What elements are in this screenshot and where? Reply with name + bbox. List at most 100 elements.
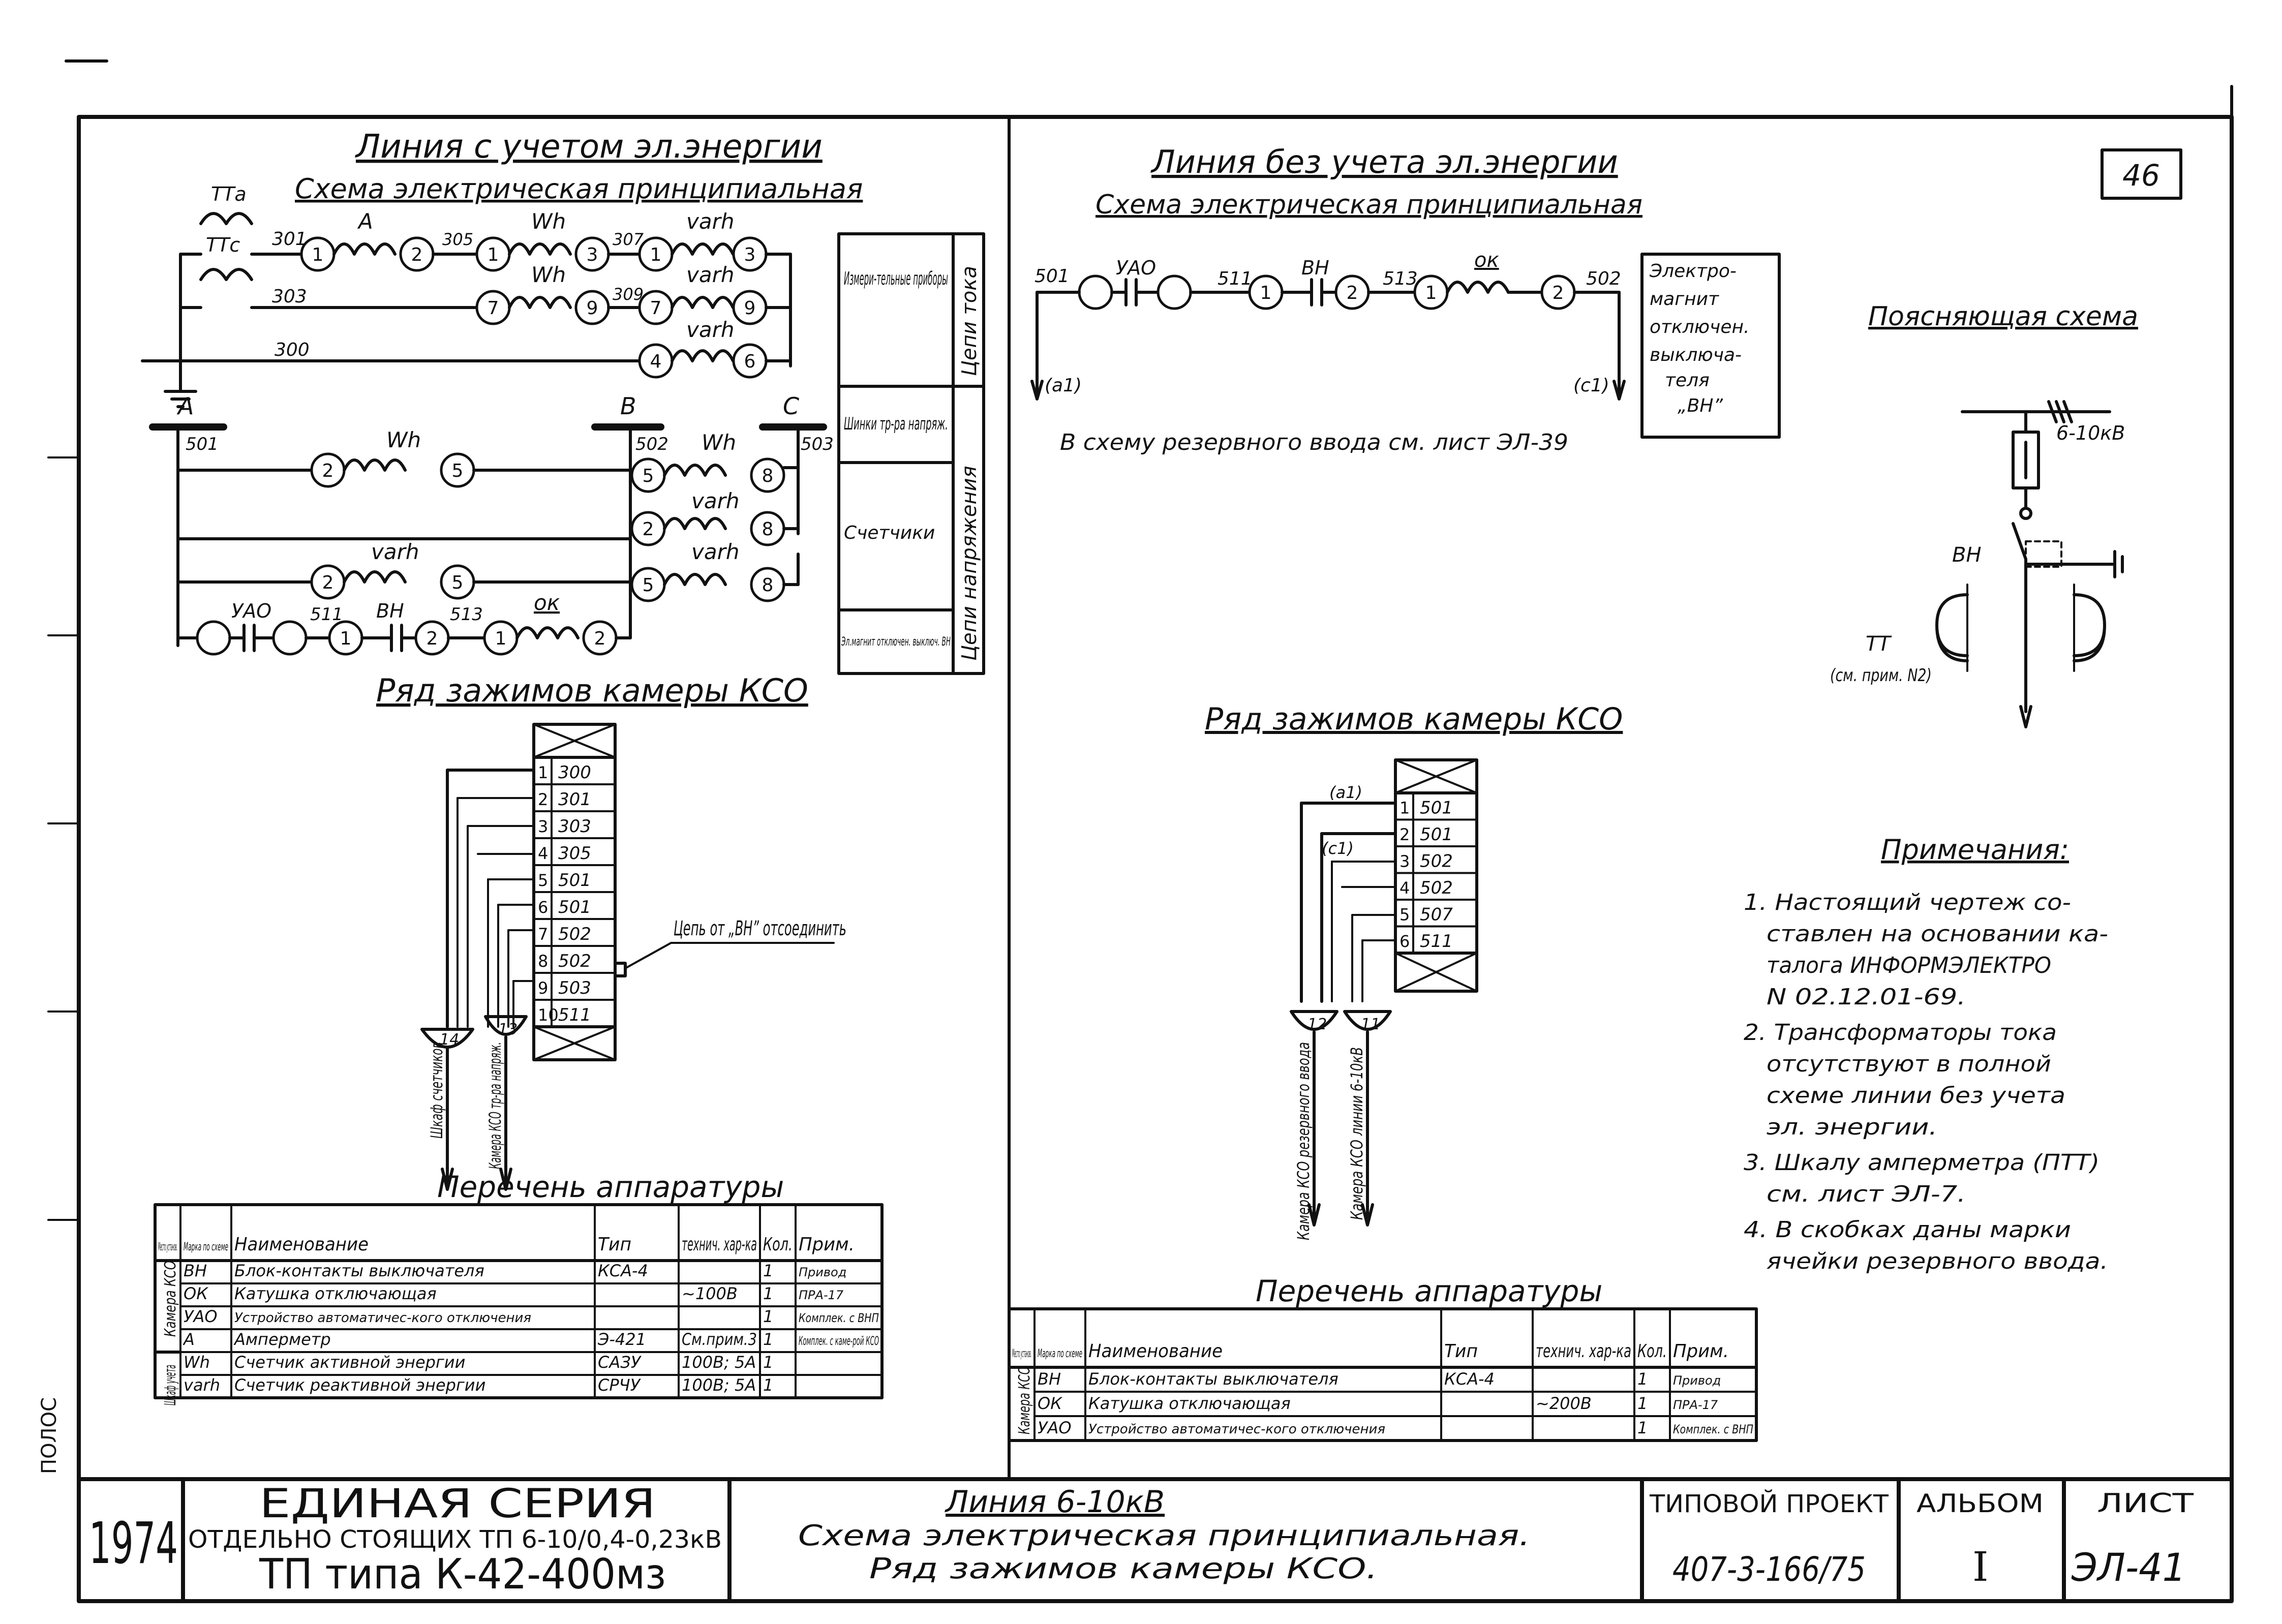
explain-label: ВН	[1952, 543, 1982, 567]
left-terminal-wire: 511	[558, 1005, 591, 1025]
cable-number: 12	[1307, 1016, 1327, 1033]
left-terminal-number: 8	[538, 952, 548, 971]
meter-label: varh	[686, 262, 734, 287]
table-cell: КСА-4	[1444, 1369, 1495, 1389]
note-line: 3. Шкалу амперметра (ПТТ)	[1744, 1150, 2100, 1176]
right-terminal-wire: 501	[1420, 798, 1453, 818]
wire-label: 309	[613, 285, 644, 304]
svg-text:1: 1	[488, 244, 499, 265]
wire-label: 303	[272, 286, 307, 307]
sheet-value: ЭЛ-41	[2071, 1545, 2186, 1590]
title-year: 1974	[89, 1511, 178, 1577]
project-label: ТИПОВОЙ ПРОЕКТ	[1649, 1489, 1889, 1518]
wire-label: 503	[801, 434, 834, 454]
project-value: 407-3-166/75	[1672, 1550, 1866, 1589]
explain-label: (см. прим. N2)	[1830, 665, 1932, 686]
left-terminal-number: 2	[538, 790, 548, 809]
table-cell: Счетчик реактивной энергии	[234, 1375, 485, 1395]
table-cell: 1	[763, 1307, 773, 1326]
trip-label: УАО	[231, 600, 271, 622]
svg-text:4: 4	[650, 351, 662, 372]
table-cell: ~100В	[682, 1284, 738, 1303]
right-terminal-wire: 502	[1420, 851, 1453, 872]
svg-text:1: 1	[495, 628, 507, 649]
table-header: Наименование	[1088, 1341, 1223, 1362]
note-line: 1. Настоящий чертеж со-	[1744, 890, 2071, 915]
notes-list: 1. Настоящий чертеж со-ставлен на основа…	[1744, 890, 2108, 1274]
place-group: Камера КСО	[162, 1261, 179, 1337]
svg-text:2: 2	[427, 628, 438, 649]
svg-text:5: 5	[643, 466, 654, 486]
right-terminal-number: 4	[1399, 878, 1410, 898]
note-line: схеме линии без учета	[1767, 1083, 2065, 1109]
note-line: 2. Трансформаторы тока	[1744, 1020, 2057, 1046]
svg-text:8: 8	[762, 519, 774, 540]
table-cell: 1	[763, 1330, 773, 1349]
magnet-box-text: Электро- магнит отключен. выключа- теля …	[1649, 261, 1749, 416]
left-terminal-wire: 502	[558, 924, 591, 944]
left-terminal-number: 1	[538, 763, 548, 782]
table-cell: Комплек. с ВНП	[799, 1311, 879, 1325]
table-header: технич. хар-ка	[682, 1234, 757, 1255]
table-cell: Комплек. с ВНП	[1673, 1422, 1753, 1436]
table-header: Прим.	[799, 1234, 855, 1255]
svg-text:1: 1	[1260, 283, 1272, 303]
left-terminal-title: Ряд зажимов камеры КСО	[376, 672, 808, 709]
c1-label: (с1)	[1573, 375, 1609, 396]
left-terminal-number: 9	[538, 978, 548, 998]
ttc-label: ТТс	[206, 234, 240, 256]
svg-text:2: 2	[1553, 283, 1564, 303]
table-cell: ПРА-17	[799, 1288, 844, 1302]
meter-label: Wh	[386, 427, 421, 452]
table-cell: Блок-контакты выключателя	[234, 1261, 484, 1280]
table-cell: Устройство автоматичес-кого отключения	[1088, 1422, 1385, 1437]
table-cell: 100В; 5А	[682, 1375, 756, 1395]
phase-b-label: B	[620, 392, 636, 420]
note-line: талога ИНФОРМЭЛЕКТРО	[1767, 953, 2051, 978]
left-terminal-wire: 503	[558, 978, 591, 998]
tt-label: ТТа	[211, 183, 247, 205]
title-series-sub: ОТДЕЛЬНО СТОЯЩИХ ТП 6-10/0,4-0,23кВ	[188, 1525, 722, 1554]
explain-label: ТТ	[1866, 632, 1892, 656]
left-title: Линия с учетом эл.энергии	[355, 128, 823, 166]
meter-label: varh	[371, 539, 419, 564]
right-terminal-number: 5	[1399, 905, 1410, 925]
phase-c-label: C	[783, 392, 799, 420]
svg-text:8: 8	[762, 466, 774, 486]
right-terminal-wire: 502	[1420, 878, 1453, 898]
wire-label: 300	[275, 340, 310, 360]
explain-label: 6-10кВ	[2056, 422, 2125, 444]
note-line: 4. В скобках даны марки	[1744, 1217, 2071, 1243]
left-terminal-wire: 300	[558, 762, 591, 783]
right-equipment-title: Перечень аппаратуры	[1256, 1274, 1602, 1308]
side-group-text: Эл.магнит отключен. выключ. ВН	[841, 634, 951, 649]
cable-number: 13	[498, 1021, 518, 1038]
current-circuits	[141, 212, 792, 408]
note-line: см. лист ЭЛ-7.	[1767, 1181, 1966, 1207]
trip-label: ВН	[376, 600, 404, 622]
table-cell: Wh	[184, 1353, 210, 1372]
left-subtitle: Схема электрическая принципиальная	[295, 173, 863, 205]
magnet-box-line: теля	[1665, 370, 1710, 391]
cable-destination: Камера КСО тр-ра напряж.	[485, 1042, 505, 1169]
table-cell: Блок-контакты выключателя	[1088, 1369, 1338, 1389]
right-terminal-wire: 501	[1420, 824, 1453, 845]
table-cell: 1	[763, 1375, 773, 1395]
left-terminal-wire: 305	[558, 843, 591, 864]
drawing-title: Линия 6-10кВ	[945, 1484, 1165, 1520]
note-line: N 02.12.01-69.	[1767, 984, 1966, 1010]
meter-label: varh	[686, 209, 734, 234]
note-line: ставлен на основании ка-	[1767, 921, 2108, 947]
right-title: Линия без учета эл.энергии	[1150, 143, 1618, 180]
node-numbers-voltage: 2 5 5 8 2 8 5 8 2 5 1 2 1 2	[322, 461, 774, 649]
magnet-box-line: отключен.	[1650, 317, 1749, 338]
chain-label: УАО	[1116, 257, 1156, 279]
phase-a-label: A	[176, 392, 194, 420]
table-header: Место установ.	[158, 1241, 177, 1253]
meter-label: Wh	[531, 262, 566, 287]
drawing-desc1: Схема электрическая принципиальная.	[798, 1519, 1530, 1552]
